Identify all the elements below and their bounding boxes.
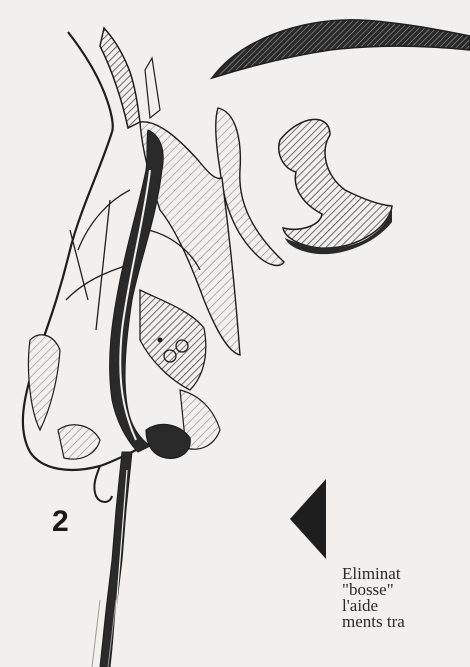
- left-triangle-pointer-icon: [290, 479, 326, 559]
- septum-dark: [110, 130, 164, 452]
- caption-line-4: ments tra: [342, 614, 405, 630]
- surgical-instrument: [100, 452, 132, 667]
- septal-cartilage: [140, 290, 206, 390]
- eyebrow: [212, 20, 470, 78]
- figure-number: 2: [52, 505, 69, 539]
- nasal-bone-top: [100, 28, 140, 128]
- eye: [279, 119, 392, 248]
- figure-caption: Eliminat "bosse" l'aide ments tra: [342, 566, 405, 630]
